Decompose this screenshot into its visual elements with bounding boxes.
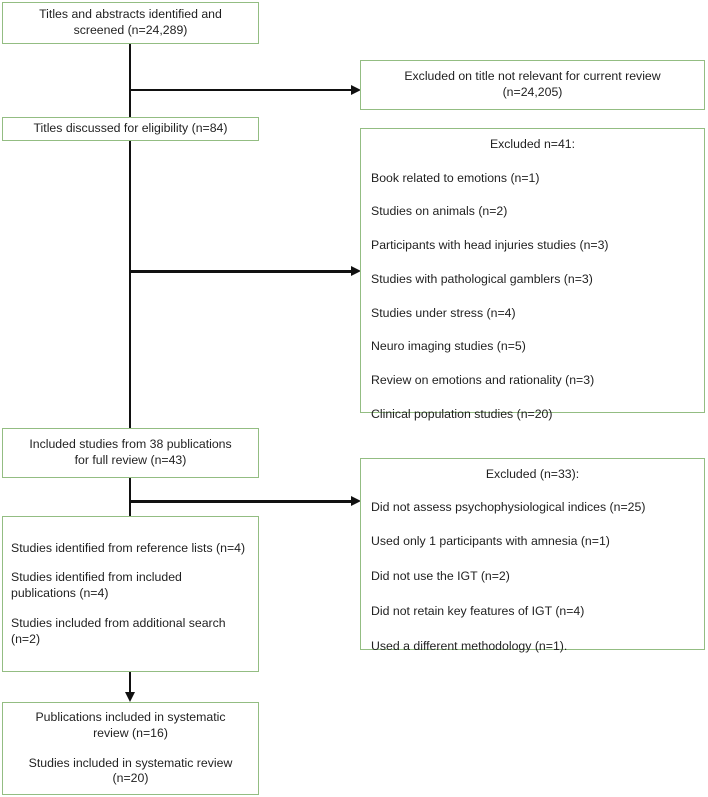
exclusion-item: Did not use the IGT (n=2) xyxy=(371,569,510,584)
box-excluded-33: Excluded (n=33): Did not assess psychoph… xyxy=(360,458,705,653)
arrowhead-final xyxy=(124,692,135,702)
box-line: Studies identified from reference lists … xyxy=(11,540,246,555)
box-line: (n=24,205) xyxy=(502,85,563,99)
box-line: Studies identified from included publica… xyxy=(11,570,182,601)
exclusion-item: Did not retain key features of IGT (n=4) xyxy=(371,603,585,618)
connector-spine-4 xyxy=(128,672,132,694)
exclusion-item: Studies with pathological gamblers (n=3) xyxy=(371,271,593,286)
box-excluded-on-title: Excluded on title not relevant for curre… xyxy=(360,60,705,110)
box-line: Included studies from 38 publications xyxy=(29,437,232,452)
connector-branch-excluded-title xyxy=(128,88,353,92)
arrowhead-excluded-41 xyxy=(351,266,361,276)
box-additional-sources: Studies identified from reference lists … xyxy=(2,516,259,672)
box-final-included-systematic-review: Publications included in systematic revi… xyxy=(2,702,259,795)
box-line: review (n=16) xyxy=(93,725,168,740)
connector-branch-excluded-33 xyxy=(128,500,353,503)
box-header: Excluded (n=33): xyxy=(485,467,580,481)
exclusion-item: Neuro imaging studies (n=5) xyxy=(371,339,526,354)
box-line: Studies included from additional search … xyxy=(11,615,226,646)
exclusion-item: Used a different methodology (n=1). xyxy=(371,638,568,653)
box-included-studies-full-review: Included studies from 38 publications fo… xyxy=(2,428,259,478)
box-line: Studies included in systematic review xyxy=(28,755,233,770)
exclusion-item: Studies on animals (n=2) xyxy=(371,204,508,219)
box-titles-discussed-eligibility: Titles discussed for eligibility (n=84) xyxy=(2,117,259,141)
box-line: Titles and abstracts identified and xyxy=(39,7,222,22)
box-header: Excluded n=41: xyxy=(489,137,576,151)
exclusion-item: Did not assess psychophysiological indic… xyxy=(371,499,646,514)
box-line: Excluded on title not relevant for curre… xyxy=(404,69,661,84)
box-titles-abstracts-screened: Titles and abstracts identified and scre… xyxy=(2,2,259,44)
box-line: Publications included in systematic xyxy=(35,710,226,725)
connector-spine-1 xyxy=(128,44,132,118)
exclusion-item: Book related to emotions (n=1) xyxy=(371,170,540,185)
exclusion-item: Review on emotions and rationality (n=3) xyxy=(371,373,595,388)
box-line: (n=20) xyxy=(112,771,149,786)
exclusion-item: Participants with head injuries studies … xyxy=(371,238,609,253)
exclusion-item: Studies under stress (n=4) xyxy=(371,305,516,320)
box-excluded-41: Excluded n=41: Book related to emotions … xyxy=(360,128,705,421)
connector-spine-2 xyxy=(128,140,132,429)
box-line: for full review (n=43) xyxy=(74,453,187,467)
arrowhead-excluded-33 xyxy=(351,496,361,506)
exclusion-item: Clinical population studies (n=20) xyxy=(371,406,553,421)
arrowhead-excluded-title xyxy=(351,84,361,95)
box-line: Titles discussed for eligibility (n=84) xyxy=(33,121,228,136)
box-line: screened (n=24,289) xyxy=(73,23,188,37)
connector-spine-3 xyxy=(128,478,132,517)
exclusion-item: Used only 1 participants with amnesia (n… xyxy=(371,534,610,549)
connector-branch-excluded-41 xyxy=(128,270,353,273)
